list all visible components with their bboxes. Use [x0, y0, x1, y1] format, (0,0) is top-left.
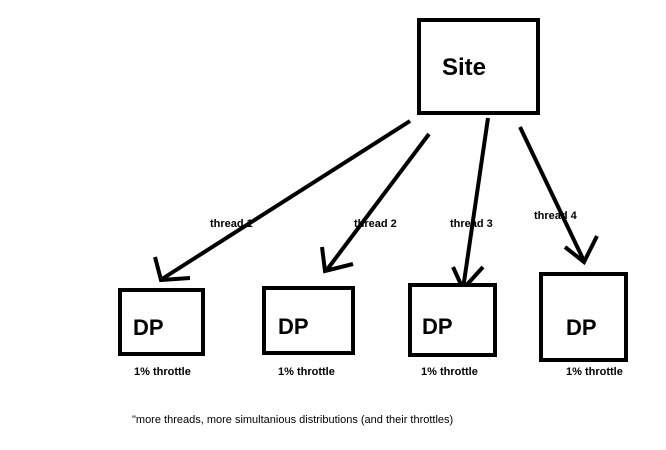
dp-label-2: DP: [278, 314, 309, 339]
site-box: [417, 18, 540, 115]
dp-node-3: DP: [408, 283, 497, 357]
dp-node-1: DP: [118, 288, 205, 356]
thread-arrow-3: [451, 117, 490, 293]
site-node: Site: [417, 18, 540, 115]
throttle-label-3: 1% throttle: [421, 366, 478, 378]
thread-arrow-2-shaft: [324, 132, 431, 273]
thread-arrow-4: [518, 126, 599, 266]
thread-label-4: thread 4: [534, 210, 578, 222]
thread-arrow-1-shaft: [160, 119, 412, 281]
thread-label-3: thread 3: [450, 218, 493, 230]
dp-box-1: [118, 288, 205, 356]
thread-arrow-4-shaft: [518, 126, 586, 262]
thread-arrow-3-shaft: [461, 117, 490, 290]
throttle-label-1: 1% throttle: [134, 366, 191, 378]
thread-arrow-2-head: [320, 246, 354, 274]
thread-arrow-4-head: [563, 235, 599, 266]
throttle-label-2: 1% throttle: [278, 366, 335, 378]
dp-label-1: DP: [133, 315, 164, 340]
thread-label-2: thread 2: [354, 218, 397, 230]
dp-node-4: DP: [539, 272, 628, 362]
thread-arrow-1: [153, 119, 412, 283]
thread-arrow-1-head: [153, 256, 191, 283]
throttle-label-4: 1% throttle: [566, 366, 623, 378]
dp-box-2: [262, 286, 355, 355]
site-label: Site: [442, 54, 486, 81]
dp-box-4: [539, 272, 628, 362]
thread-label-1: thread 1: [210, 218, 253, 230]
dp-box-3: [408, 283, 497, 357]
thread-arrow-2: [320, 132, 431, 274]
dp-label-3: DP: [422, 314, 453, 339]
dp-label-4: DP: [566, 315, 597, 340]
dp-node-2: DP: [262, 286, 355, 355]
footnote: "more threads, more simultanious distrib…: [132, 414, 453, 426]
